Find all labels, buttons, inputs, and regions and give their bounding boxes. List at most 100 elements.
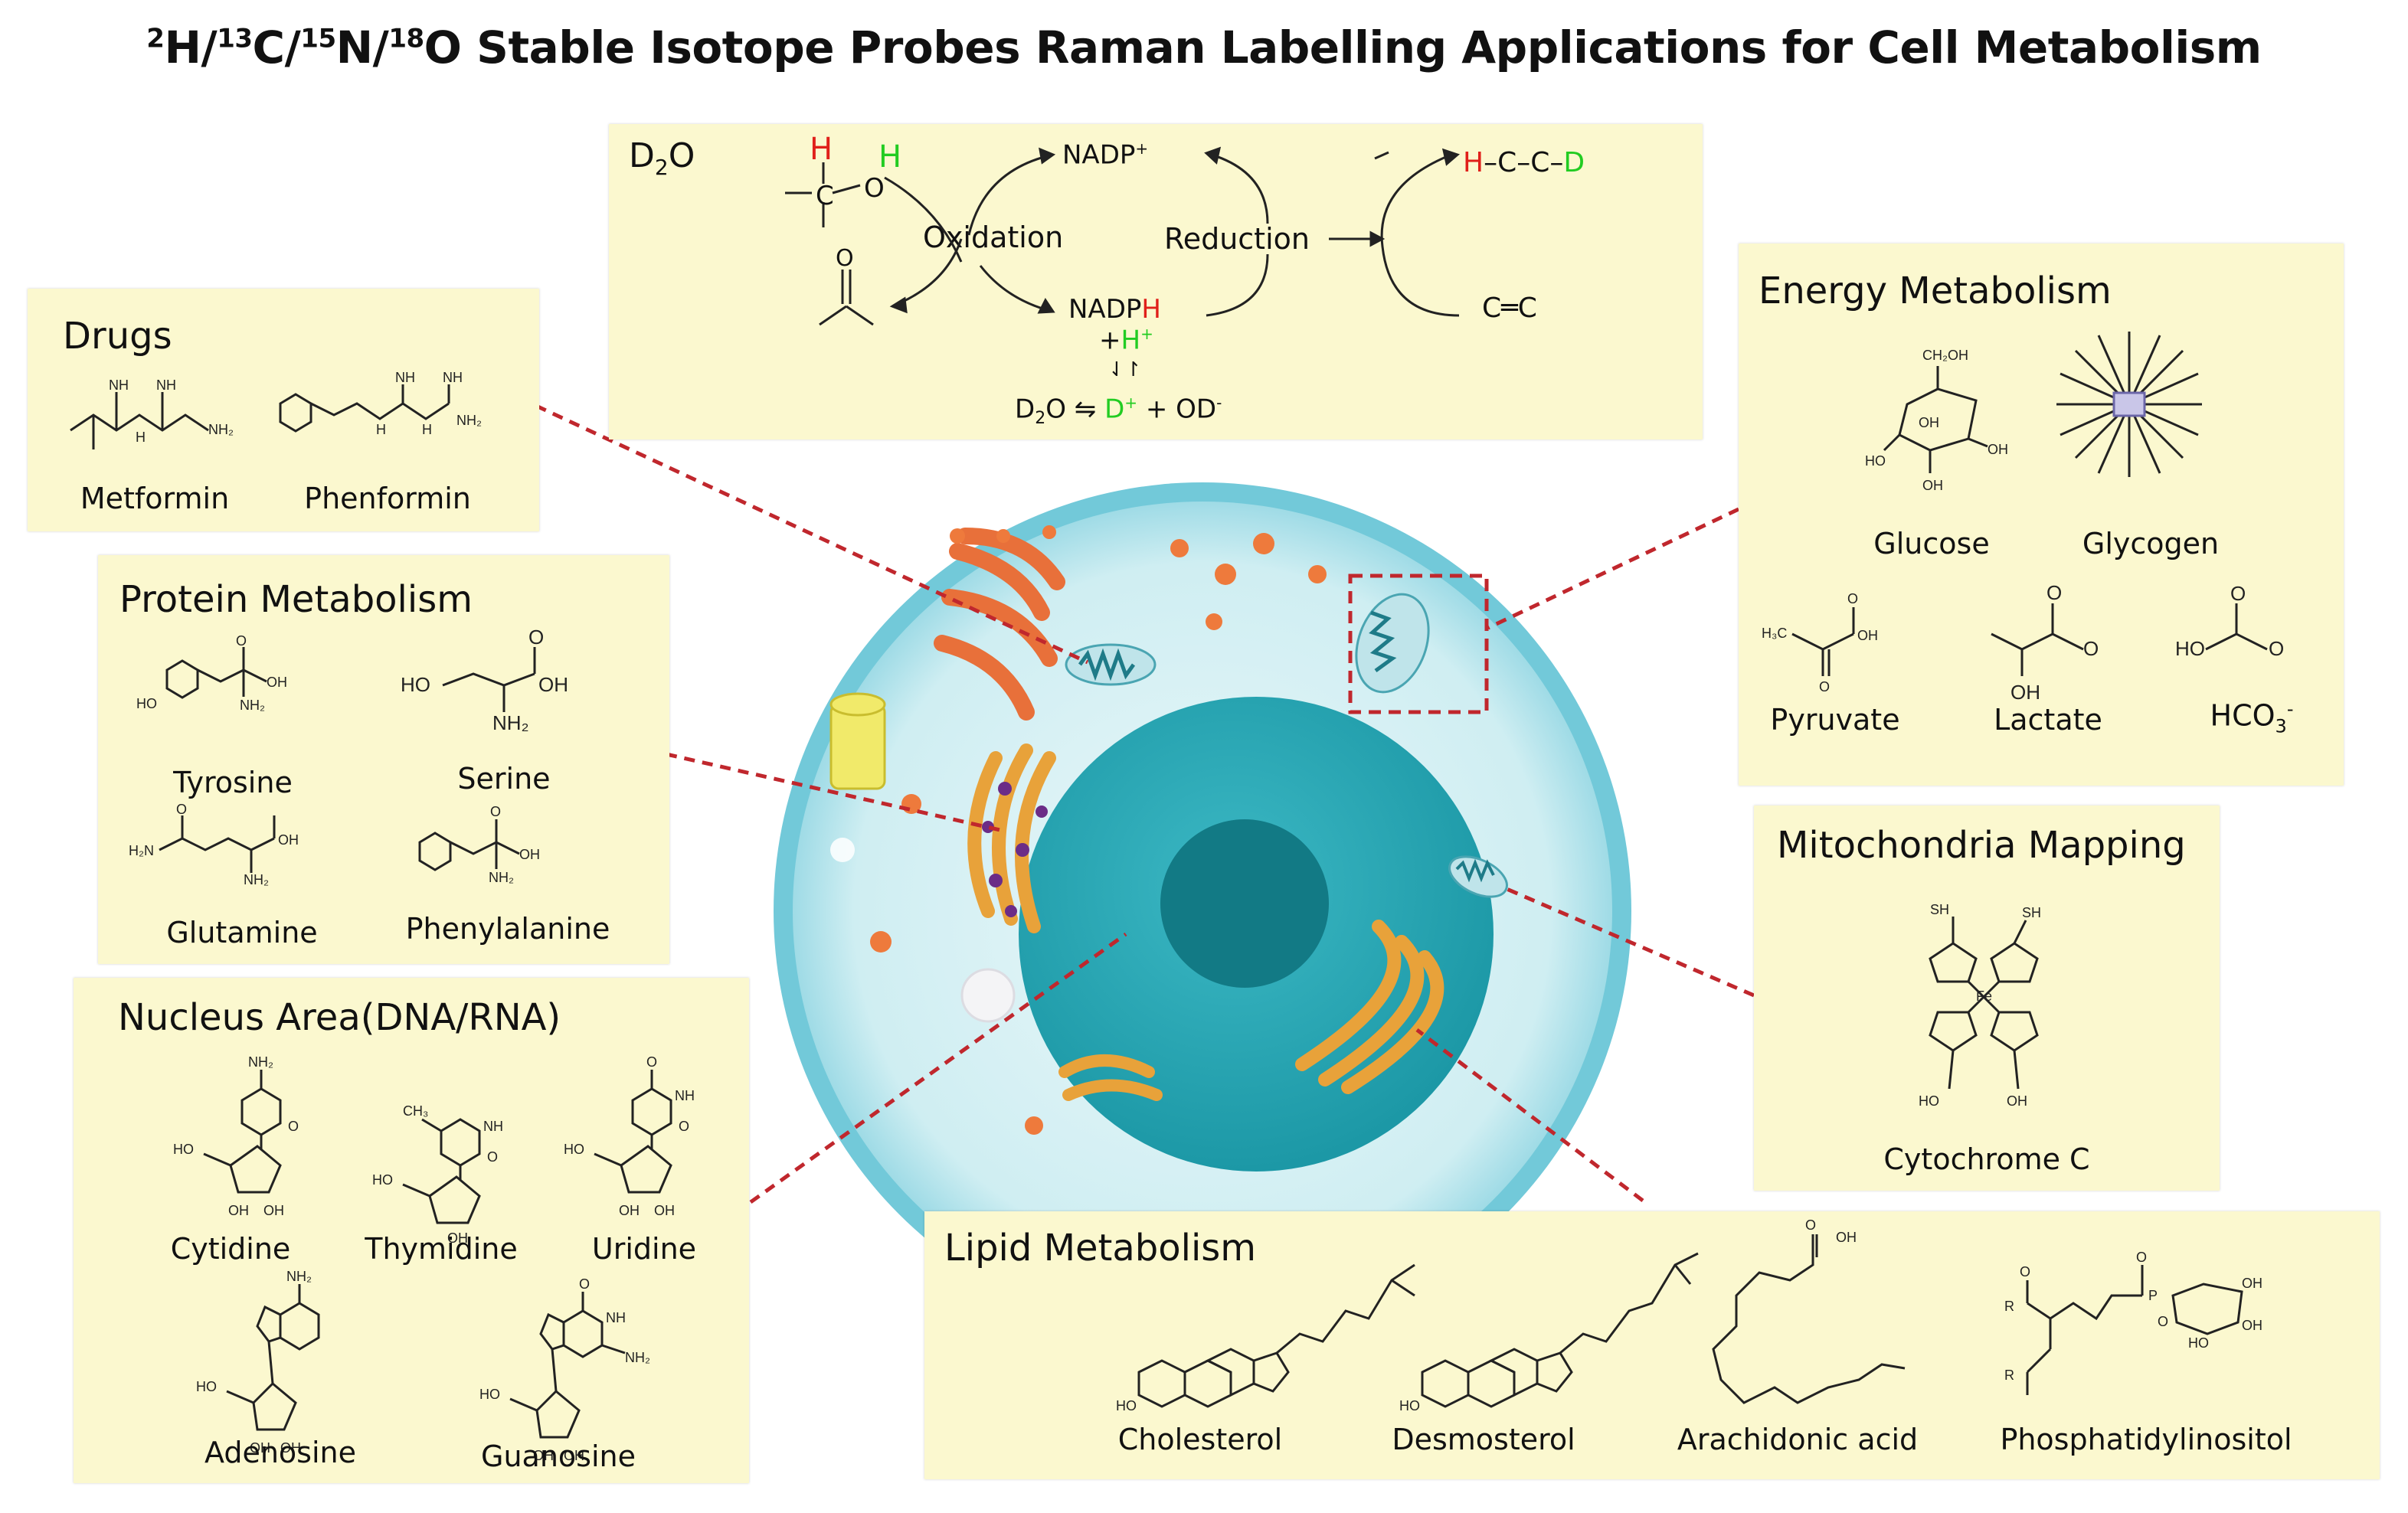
svg-text:HO: HO [1919, 1093, 1939, 1109]
svg-text:NH₂: NH₂ [625, 1350, 650, 1365]
svg-text:OH: OH [1922, 478, 1943, 493]
vesicles [870, 525, 1327, 1135]
svg-text:HO: HO [2175, 637, 2205, 660]
energy-label: Glycogen [2082, 527, 2220, 560]
svg-text:HO: HO [1399, 1398, 1420, 1413]
drug-label: Metformin [80, 482, 230, 515]
svg-text:NH: NH [443, 370, 463, 385]
drugs-title: Drugs [63, 315, 172, 358]
nucleoside-label: Cytidine [170, 1232, 291, 1266]
svg-text:OH: OH [519, 847, 540, 862]
svg-text:OH: OH [2242, 1276, 2262, 1291]
reaction-arrows [884, 146, 1460, 317]
alkene-structure: C═C [1482, 292, 1537, 324]
svg-text:O: O [2046, 581, 2062, 604]
drug-label: Phenformin [304, 482, 471, 515]
vacuole [830, 838, 855, 862]
ketone-structure [819, 270, 874, 326]
svg-text:HO: HO [196, 1379, 217, 1394]
plus-h-label: +H+ [1099, 325, 1153, 356]
svg-text:HO: HO [2188, 1335, 2209, 1351]
nucleoside-label: Uridine [591, 1232, 697, 1266]
link-energy [1487, 507, 1740, 630]
amino-acid-label: Phenylalanine [405, 912, 610, 946]
svg-text:OH: OH [250, 1440, 270, 1456]
reduction-label: Reduction [1164, 222, 1310, 256]
svg-text:NH: NH [675, 1088, 695, 1103]
deuterated-chain: H–C–C–D [1463, 147, 1585, 178]
golgi-right [1295, 920, 1444, 1094]
red-hydrogen: H [810, 132, 833, 167]
cytochrome-label: Cytochrome C [1883, 1142, 2090, 1176]
svg-text:O: O [2020, 1264, 2030, 1279]
nucleoside-label: Thymidine [365, 1232, 518, 1266]
energy-label: Lactate [1994, 703, 2102, 737]
equilibrium-arrows: ⇃↾ [1108, 358, 1142, 381]
svg-text:NH₂: NH₂ [489, 870, 514, 885]
svg-text:OH: OH [564, 1448, 584, 1463]
nucleus-title: Nucleus Area(DNA/RNA) [118, 996, 561, 1039]
svg-text:OH: OH [278, 832, 299, 848]
green-hydrogen: H [878, 139, 902, 175]
svg-text:O: O [528, 626, 544, 649]
svg-text:Fe: Fe [1976, 989, 1992, 1004]
link-drugs [535, 404, 1089, 665]
svg-text:O: O [579, 1276, 590, 1292]
svg-text:O: O [646, 1054, 657, 1070]
svg-text:OH: OH [533, 1448, 554, 1463]
svg-text:OH: OH [267, 675, 287, 690]
nucleolus [1160, 819, 1329, 988]
energy-label: Glucose [1873, 527, 1990, 560]
nucleoside-label: Adenosine [204, 1436, 356, 1469]
centriole [829, 692, 886, 790]
protein-title: Protein Metabolism [119, 578, 473, 621]
nucleoside-label: Guanosine [481, 1439, 636, 1473]
svg-text:OH: OH [538, 673, 568, 696]
svg-text:HO: HO [136, 696, 157, 711]
zoom-box [1348, 574, 1489, 714]
golgi-left-vesicles [982, 782, 1048, 917]
svg-text:HO: HO [401, 673, 430, 696]
lipid-title: Lipid Metabolism [944, 1227, 1257, 1270]
link-mito [1504, 886, 1755, 998]
svg-text:O: O [288, 1119, 299, 1134]
svg-text:OH: OH [654, 1203, 675, 1218]
svg-text:OH: OH [280, 1440, 301, 1456]
nadp-plus: NADP+ [1062, 139, 1149, 171]
svg-text:O: O [2136, 1250, 2147, 1265]
nadph-label: NADPH [1068, 294, 1161, 325]
endoplasmic-reticulum [934, 528, 1065, 721]
alcohol-carbon: C [816, 181, 834, 211]
svg-text:O: O [2083, 637, 2099, 660]
link-nucleus [749, 932, 1127, 1204]
svg-text:OH: OH [2242, 1318, 2262, 1333]
svg-text:O: O [1847, 591, 1858, 606]
svg-text:SH: SH [1930, 902, 1949, 917]
svg-text:O: O [2158, 1314, 2168, 1329]
svg-text:O: O [1805, 1217, 1816, 1233]
svg-text:OH: OH [619, 1203, 640, 1218]
svg-text:HO: HO [173, 1142, 194, 1157]
svg-text:O: O [487, 1149, 498, 1165]
svg-text:NH₂: NH₂ [208, 422, 234, 437]
d2o-equation: D2O ⇋ D+ + OD- [1015, 394, 1222, 429]
oxidation-label: Oxidation [923, 221, 1064, 254]
svg-text:NH₂: NH₂ [248, 1054, 273, 1070]
svg-text:OH: OH [1836, 1230, 1857, 1245]
